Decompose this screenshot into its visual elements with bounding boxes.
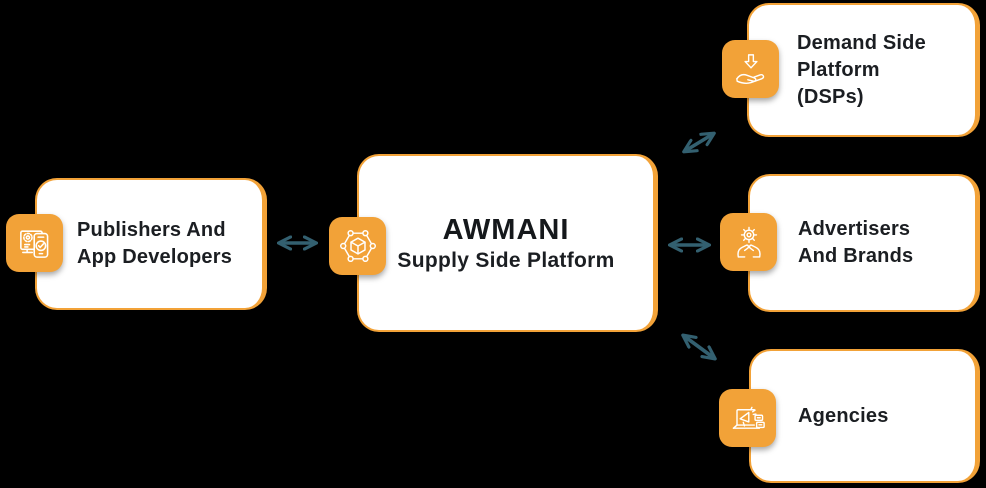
network-cube-icon (329, 217, 386, 275)
platform-subtitle: Supply Side Platform (397, 248, 615, 272)
node-publishers: Publishers And App Developers (35, 178, 267, 310)
dsp-label: Demand Side Platform (DSPs) (797, 31, 926, 108)
node-agencies: Agencies (749, 349, 980, 483)
node-platform: AWMANI Supply Side Platform (357, 154, 658, 332)
app-developer-icon (6, 214, 63, 272)
node-dsp: Demand Side Platform (DSPs) (747, 3, 980, 137)
arrow-platform-dsp (685, 134, 713, 151)
hand-receive-icon (722, 40, 779, 98)
hands-gear-icon (720, 213, 777, 271)
node-advertisers: Advertisers And Brands (748, 174, 980, 312)
advertisers-label: Advertisers And Brands (798, 218, 914, 267)
publishers-label: Publishers And App Developers (77, 219, 233, 268)
agencies-label: Agencies (798, 404, 889, 427)
platform-title: AWMANI (442, 213, 570, 246)
arrow-platform-agencies (684, 336, 714, 358)
laptop-megaphone-icon (719, 389, 776, 447)
